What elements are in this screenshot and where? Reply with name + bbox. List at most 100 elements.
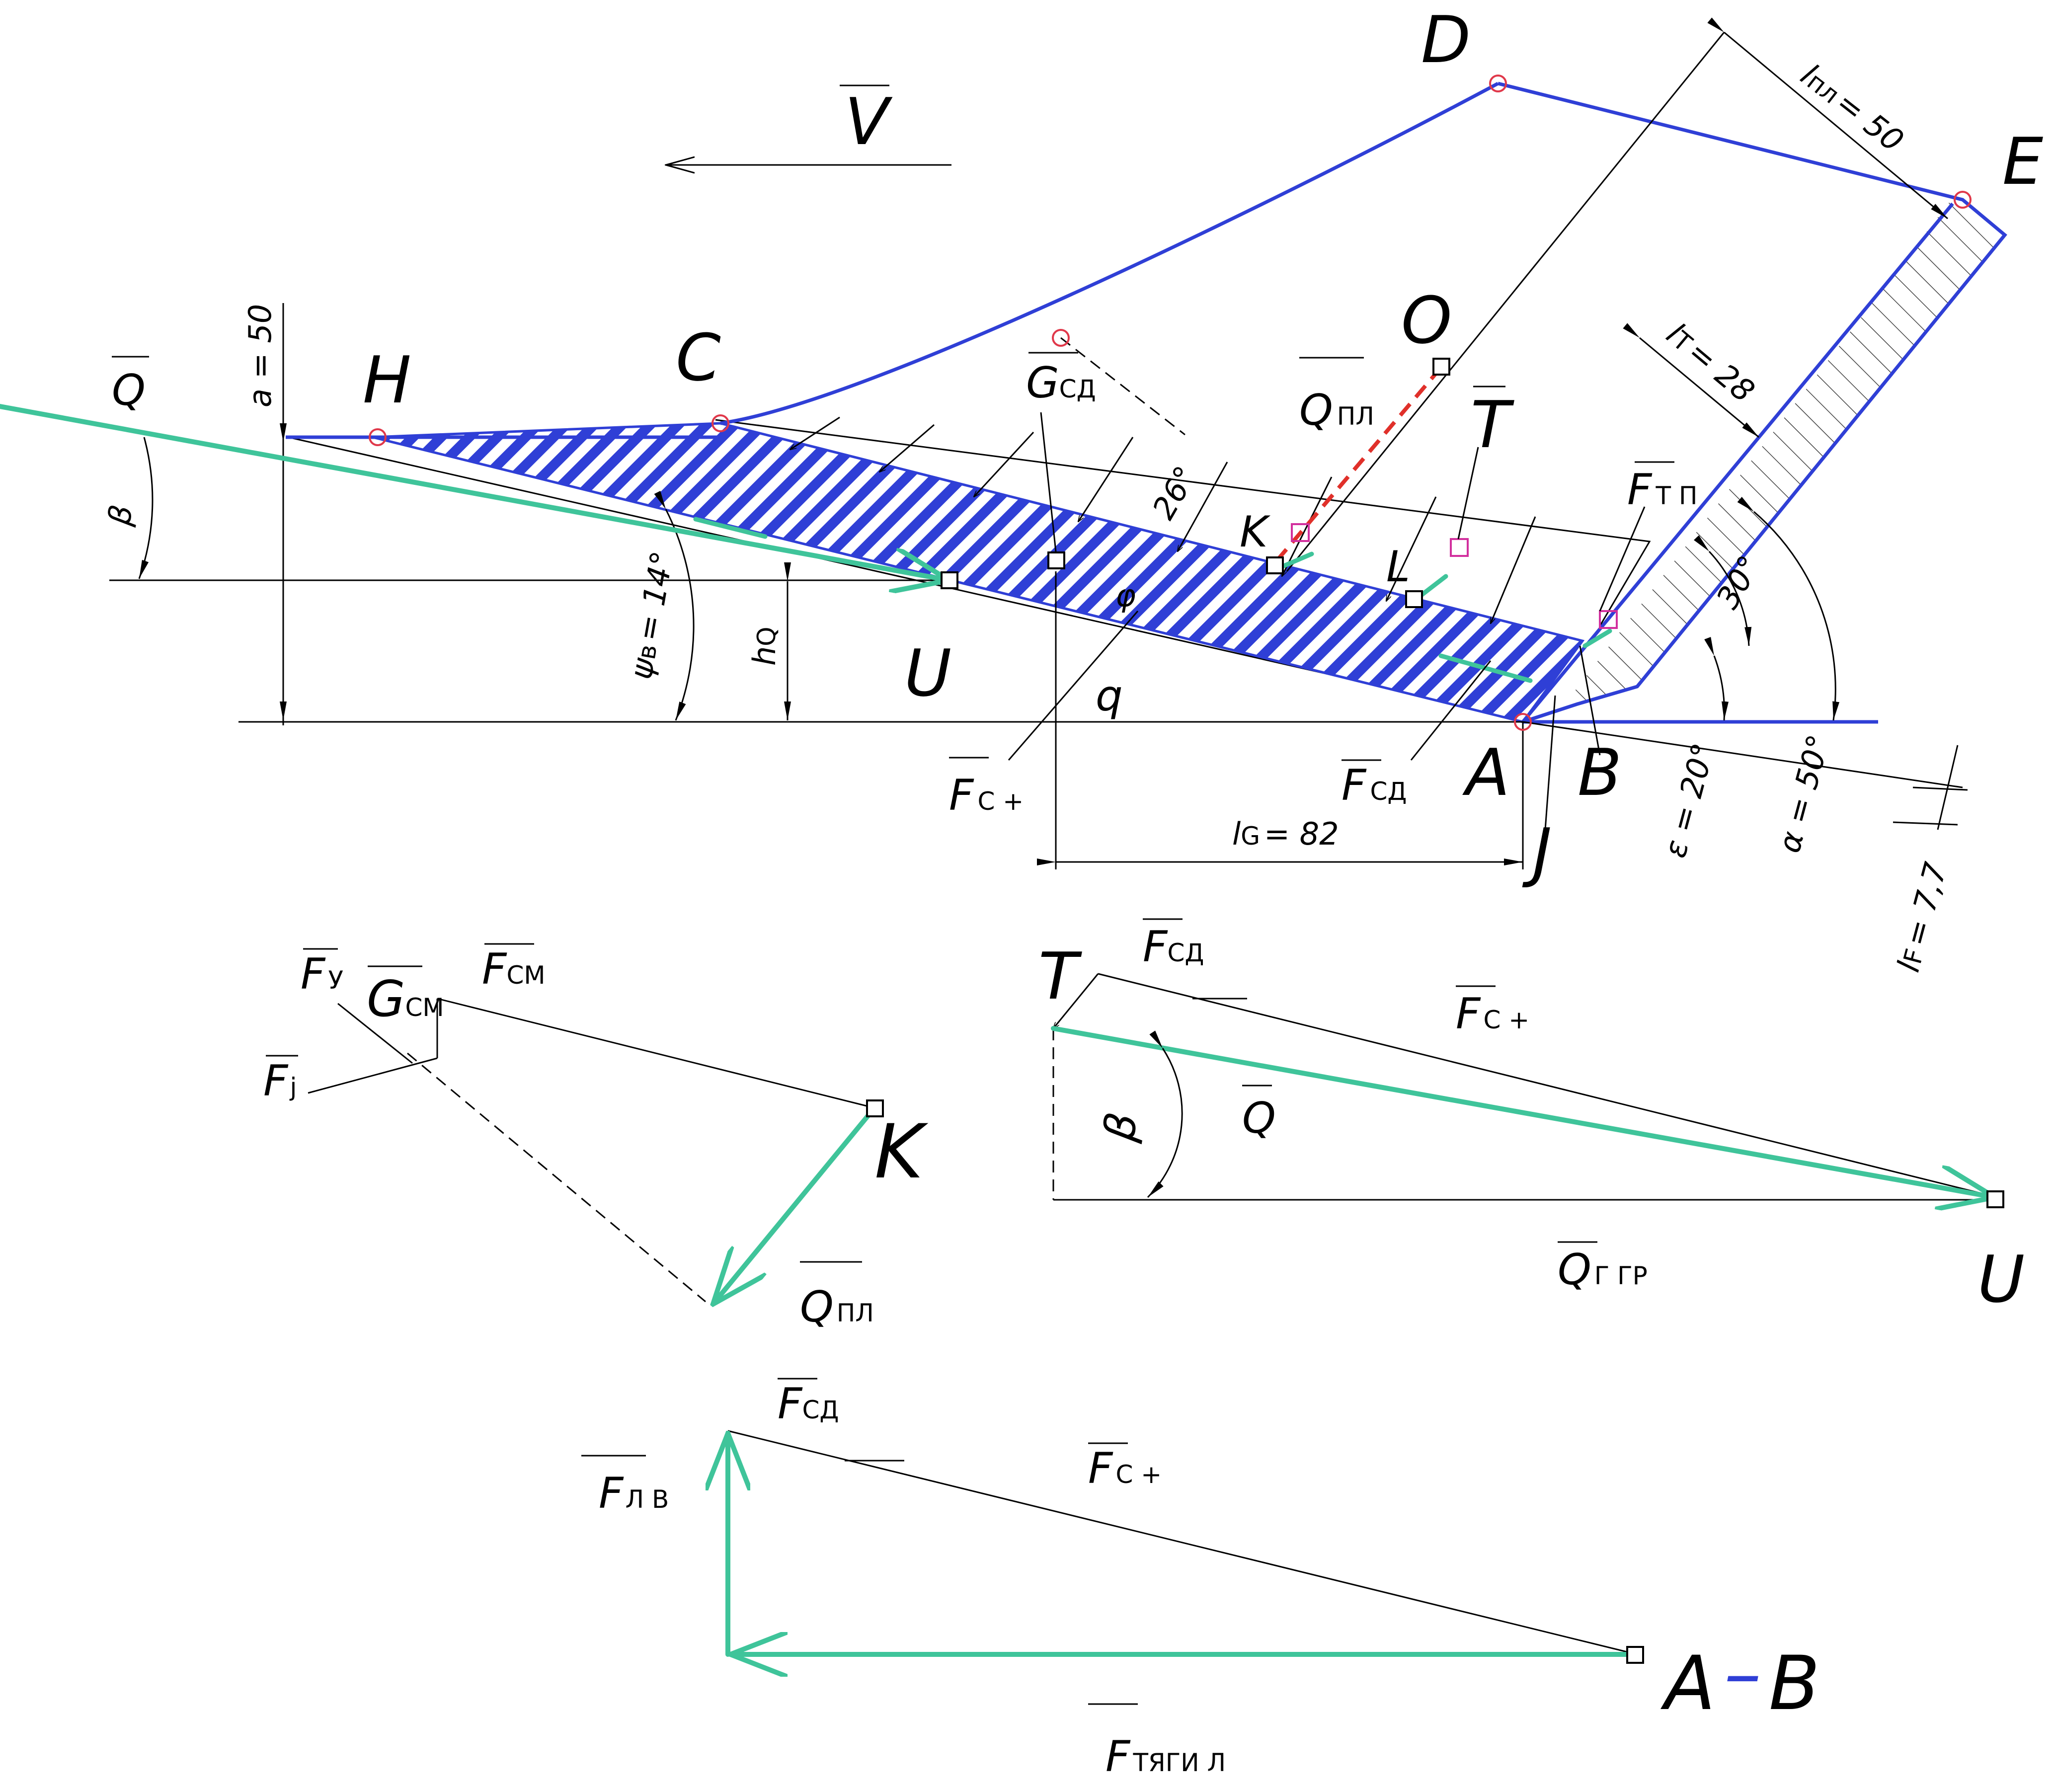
g-dash: [1060, 337, 1185, 436]
j-leader: [1544, 695, 1556, 830]
marker-k: [1266, 556, 1284, 574]
moldboard-top: [1498, 81, 2007, 724]
k-dash: [407, 1052, 706, 1303]
lf-ticks-2: [1893, 821, 1958, 826]
point-gsd: [1052, 329, 1070, 347]
dim-lpl-label: lпл= 50: [1794, 57, 1910, 159]
tu-fsd-label: FСД: [1143, 922, 1204, 972]
arc-eps: [1704, 636, 1729, 721]
label-t: T: [1471, 387, 1514, 463]
tu-beta-label: β: [1094, 1109, 1148, 1145]
label-v: V: [845, 84, 893, 159]
dim-lt-label: lT= 28: [1659, 316, 1761, 410]
point-d: [1489, 75, 1507, 92]
label-b: B: [1578, 735, 1622, 810]
ab-dash-label: –: [1724, 1631, 1761, 1717]
fcplus-leader: [1008, 611, 1139, 761]
ab-marker: [1626, 1646, 1644, 1664]
tu-arc-beta: [1147, 1030, 1183, 1198]
label-l: L: [1386, 542, 1410, 592]
arc-30: [1694, 535, 1752, 646]
ab-flv-label: FЛ В: [599, 1469, 669, 1518]
label-k: K: [1240, 507, 1271, 557]
marker-gsd: [1047, 551, 1065, 569]
tu-fsd-line: [1053, 973, 1099, 1028]
k-fsm-label: FСМ: [482, 944, 546, 994]
marker-l: [1405, 590, 1423, 608]
dim-lt: [1623, 323, 1759, 438]
label-j: J: [1522, 814, 1552, 890]
green-tick-2: [1438, 653, 1533, 683]
marker-t-m: [1450, 538, 1469, 557]
point-h: [369, 428, 387, 446]
b-green-arrow: [1582, 628, 1612, 648]
label-a: A: [1462, 735, 1510, 810]
dim-hq-label: hQ: [746, 626, 783, 666]
marker-k-m: [1291, 523, 1310, 542]
tu-fcplus-line: [1098, 973, 1998, 1198]
dim-lpl: [1707, 17, 1948, 220]
dim-alpha-label: α = 50°: [1771, 731, 1837, 857]
k-fj-line: [308, 1057, 438, 1094]
label-d: D: [1421, 2, 1471, 78]
label-q-small: q: [1096, 671, 1123, 721]
label-q: Q: [112, 366, 146, 415]
share-line: [1521, 202, 1954, 723]
arc-beta: [138, 437, 154, 579]
dim-26-label: 26°: [1145, 460, 1204, 526]
marker-b-m: [1599, 610, 1618, 629]
ab-b-label: B: [1769, 1640, 1820, 1727]
label-o: O: [1401, 283, 1452, 358]
ab-a-label: A: [1660, 1640, 1716, 1727]
point-e: [1954, 191, 1972, 209]
wing-hatch: [1575, 201, 2005, 704]
ftp-leader: [1599, 506, 1646, 612]
main-drawing: D E O H C V Q T K L U A B J GСД QПЛ FТ П…: [0, 2, 2043, 976]
tu-q-label: Q: [1242, 1093, 1276, 1143]
tu-q-arrow: [1051, 1026, 1995, 1197]
ab-fsd-label: FСД: [778, 1379, 839, 1429]
green-tick-1: [693, 517, 768, 539]
k-fsm-line: [437, 998, 875, 1109]
label-c: C: [676, 320, 721, 395]
label-e: E: [2002, 124, 2043, 199]
arc-alpha: [1737, 496, 1840, 721]
k-gsm-label: GСМ: [367, 970, 444, 1028]
gsd-leader: [1040, 412, 1057, 552]
k-marker: [866, 1099, 884, 1117]
tu-u-label: U: [1977, 1242, 2025, 1317]
fsd-leader: [1410, 660, 1492, 761]
k-qpl-arrow: [713, 1105, 877, 1304]
q-line: [0, 404, 949, 580]
t-leader: [1457, 447, 1479, 540]
dim-lf: [1937, 745, 1959, 830]
line-o-axis: [1286, 32, 1725, 572]
pressure-arrows: [790, 416, 1536, 623]
moldboard-curve: [720, 81, 1499, 425]
dim-lg-label: lG= 82: [1232, 816, 1339, 852]
label-u: U: [904, 635, 951, 711]
k-fj-label: Fj: [263, 1056, 297, 1106]
k-k-label: K: [874, 1109, 929, 1195]
tu-t-label: T: [1038, 938, 1082, 1014]
point-a: [1514, 713, 1532, 731]
dim-eps-label: ε = 20°: [1657, 739, 1722, 861]
dim-beta-label: β: [101, 502, 140, 529]
point-c: [711, 414, 729, 432]
arc-psi: [654, 490, 695, 721]
label-h: H: [363, 342, 411, 418]
